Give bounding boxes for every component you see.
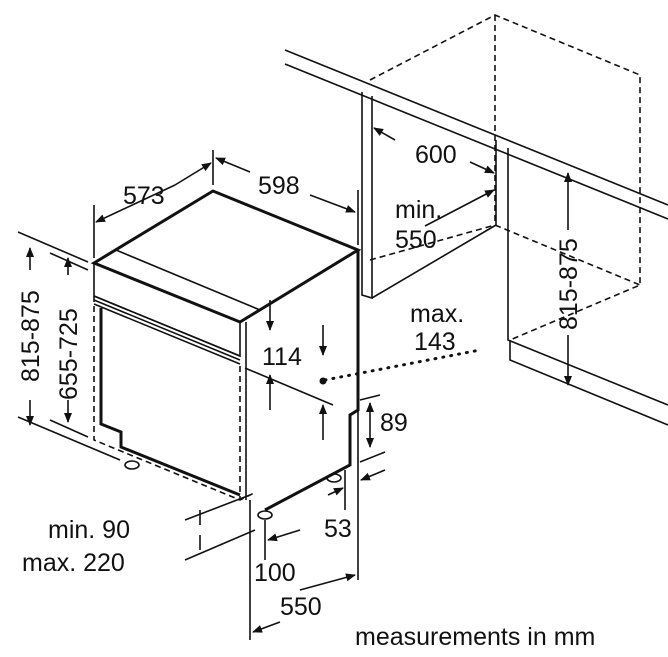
depth-label: 573 bbox=[123, 182, 165, 210]
foot-offset-label: 53 bbox=[324, 515, 352, 543]
plinth-min-label: min. 90 bbox=[48, 516, 130, 544]
niche-depth-min-label: min. bbox=[395, 196, 442, 224]
panel-height-label: 114 bbox=[262, 343, 302, 371]
height-door-label: 655-725 bbox=[55, 308, 83, 400]
plinth-height-label: 89 bbox=[380, 409, 408, 437]
dishwasher-body bbox=[90, 189, 362, 520]
vent-max-value: 143 bbox=[414, 328, 456, 356]
plinth-max-label: max. 220 bbox=[22, 549, 125, 577]
cabinet-niche bbox=[284, 14, 668, 426]
foot-depth-label: 100 bbox=[254, 559, 296, 587]
vent-max-label: max. bbox=[410, 300, 464, 328]
units-note: measurements in mm bbox=[355, 623, 595, 651]
width-label: 598 bbox=[258, 172, 300, 200]
niche-height-label: 815-875 bbox=[555, 238, 583, 330]
niche-width-label: 600 bbox=[415, 141, 457, 169]
height-total-label: 815-875 bbox=[17, 290, 45, 382]
dimension-lines bbox=[17, 127, 572, 640]
total-depth-label: 550 bbox=[280, 593, 322, 621]
niche-depth-min-value: 550 bbox=[395, 226, 437, 254]
